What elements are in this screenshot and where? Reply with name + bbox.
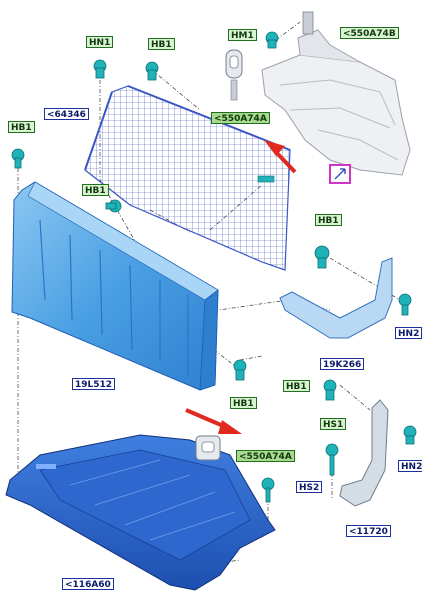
label-hb1-lower-right: HB1: [283, 380, 310, 392]
label-hb1-right: HB1: [315, 214, 342, 226]
rear-shield-panel: [11, 181, 219, 391]
cargo-net: [84, 85, 291, 271]
bracket-11720: [339, 399, 389, 507]
label-hn2-upper: HN2: [395, 327, 422, 339]
label-hb1-top: HB1: [148, 38, 175, 50]
label-550a74a-top: <550A74A: [211, 112, 270, 124]
label-116a60: <116A60: [62, 578, 114, 590]
label-hs2: HS2: [296, 481, 323, 493]
label-hn2-lower: HN2: [398, 460, 422, 472]
floor-tray: [5, 434, 276, 591]
rear-body-panel: [261, 11, 411, 176]
red-arrow-lower: [185, 408, 242, 434]
fastener-clips: [11, 31, 417, 503]
label-19l512: 19L512: [72, 378, 116, 390]
label-hm1: HM1: [228, 29, 257, 41]
detail-callout: [329, 164, 351, 184]
label-hb1-center: HB1: [82, 184, 109, 196]
label-hs1: HS1: [320, 418, 347, 430]
bracket-19k266: [279, 257, 393, 339]
label-64346: <64346: [44, 108, 89, 120]
label-19k266: 19K266: [320, 358, 365, 370]
label-hb1-lower-center: HB1: [230, 397, 257, 409]
label-hb1-left: HB1: [8, 121, 35, 133]
tie-down-ring-lower: [195, 435, 221, 461]
label-11720: <11720: [346, 525, 391, 537]
label-550a74b: <550A74B: [340, 27, 399, 39]
label-550a74a-bottom: <550A74A: [236, 450, 295, 462]
label-hn1-top: HN1: [86, 36, 114, 48]
red-arrow-upper: [264, 140, 297, 174]
tie-down-ring-upper: [225, 49, 243, 101]
